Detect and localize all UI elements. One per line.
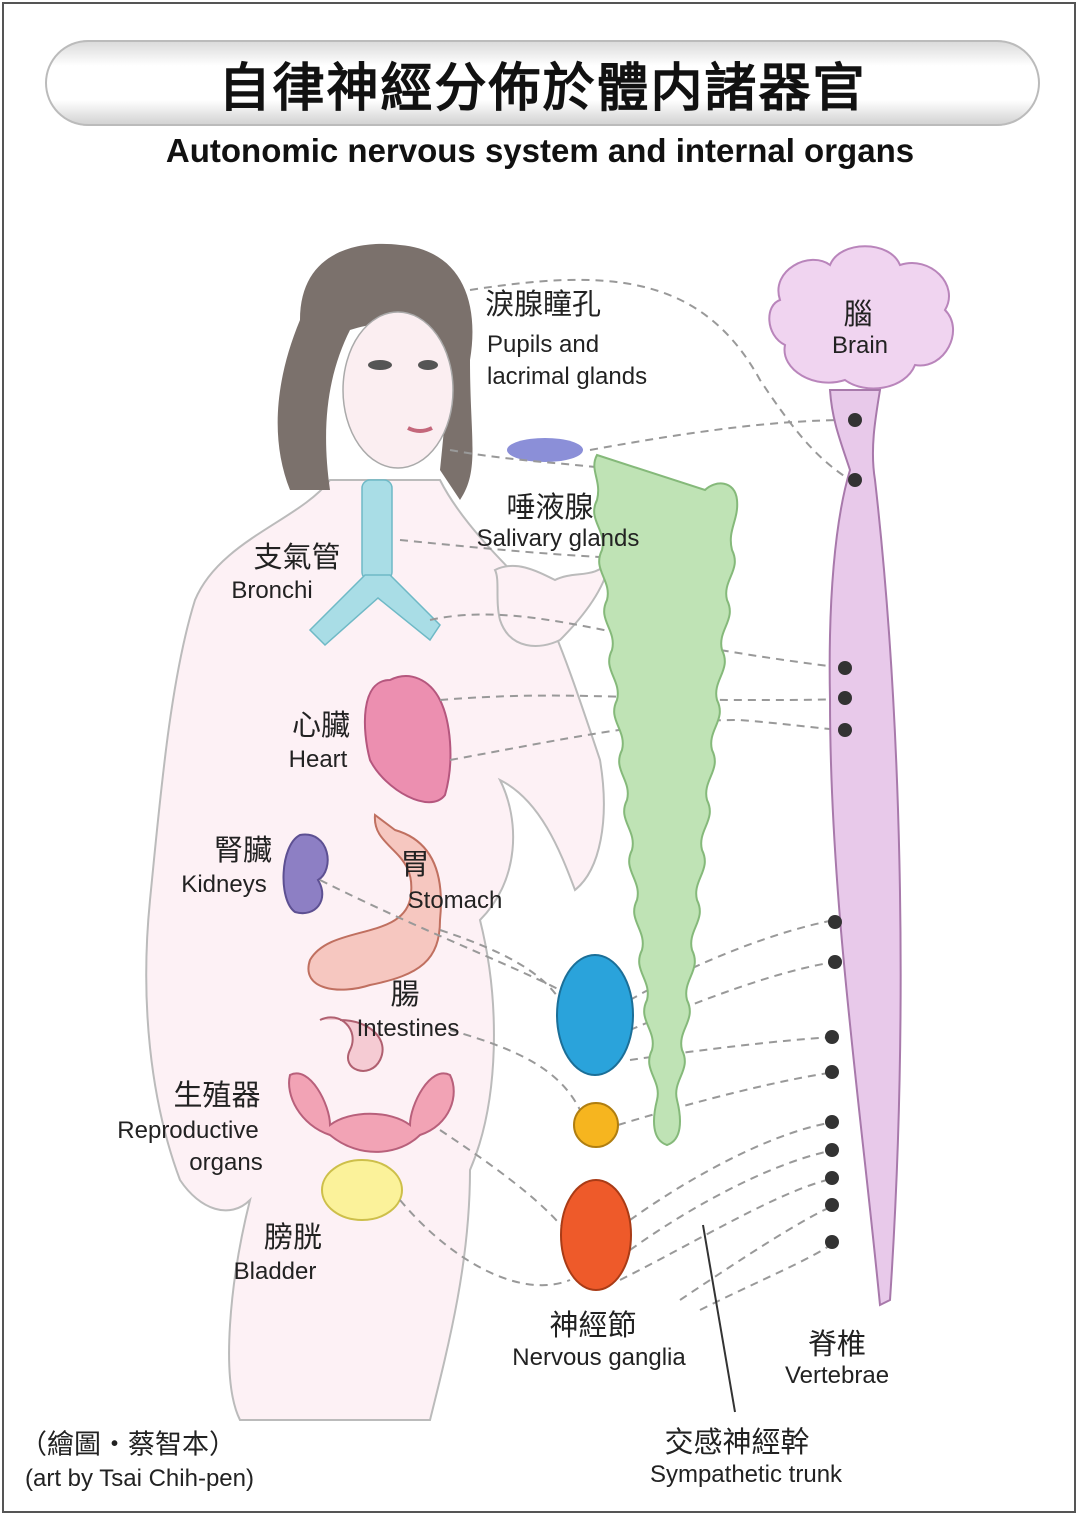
credit-en: (art by Tsai Chih-pen) [25, 1465, 254, 1492]
label-organs-en: organs [189, 1149, 263, 1176]
ganglion-yellow [573, 1102, 619, 1148]
kidney [282, 833, 329, 915]
label-bronchi-zh: 支氣管 [253, 542, 341, 574]
eye [368, 360, 392, 370]
label-kidneys-zh: 腎臟 [213, 835, 273, 867]
ganglion-blue [556, 954, 634, 1076]
label-heart-en: Heart [288, 746, 348, 773]
label-pupils-en: Pupils and [487, 331, 600, 358]
label-reproductive-en: Reproductive [117, 1117, 259, 1144]
intestines [319, 1016, 384, 1072]
trunk-pointer [702, 1224, 736, 1413]
ganglion-orange [560, 1179, 632, 1291]
bladder [321, 1159, 403, 1221]
label-vertebrae-en: Vertebrae [784, 1362, 890, 1389]
spinal-cord [828, 389, 902, 1307]
label-stomach-en: Stomach [407, 887, 503, 914]
label-salivary-zh: 唾液腺 [506, 492, 594, 524]
title-banner: 自律神經分佈於體内諸器官 [45, 40, 1040, 126]
hand [493, 559, 611, 647]
hair [277, 243, 473, 500]
label-reproductive-zh: 生殖器 [173, 1080, 261, 1112]
label-bladder-en: Bladder [233, 1258, 317, 1285]
label-lacrimal-en: lacrimal glands [487, 363, 648, 390]
label-heart-zh: 心臟 [291, 710, 351, 742]
label-intestines-en: Intestines [356, 1015, 460, 1042]
face [342, 311, 454, 469]
eye [418, 360, 438, 370]
label-salivary-en: Salivary glands [476, 525, 640, 552]
credit-zh: （繪圖・蔡智本） [20, 1429, 236, 1460]
heart [363, 675, 452, 804]
label-trunk-zh: 交感神經幹 [664, 1427, 810, 1459]
label-kidneys-en: Kidneys [181, 871, 267, 898]
label-bladder-zh: 膀胱 [263, 1222, 323, 1254]
label-trunk-en: Sympathetic trunk [649, 1461, 843, 1488]
label-brain-en: Brain [831, 332, 889, 359]
label-brain-zh: 腦 [843, 299, 873, 331]
label-ganglia-zh: 神經節 [549, 1310, 637, 1342]
brain [768, 245, 955, 390]
label-stomach-zh: 胃 [400, 849, 430, 881]
mouth [407, 426, 433, 433]
page-title: 自律神經分佈於體内諸器官 [218, 59, 867, 118]
page-subtitle: Autonomic nervous system and internal or… [165, 132, 915, 169]
sympathetic-trunk [593, 453, 739, 1147]
stomach [307, 813, 442, 991]
label-bronchi-en: Bronchi [231, 577, 313, 604]
vertebra-dots [825, 413, 862, 1249]
trachea [308, 479, 441, 647]
label-ganglia-en: Nervous ganglia [512, 1344, 686, 1371]
label-vertebrae-zh: 脊椎 [807, 1329, 867, 1361]
salivary-gland [507, 438, 583, 462]
label-intestines-zh: 腸 [390, 979, 420, 1011]
reproductive-organs [288, 1072, 455, 1153]
label-pupils-zh: 淚腺瞳孔 [485, 289, 602, 321]
